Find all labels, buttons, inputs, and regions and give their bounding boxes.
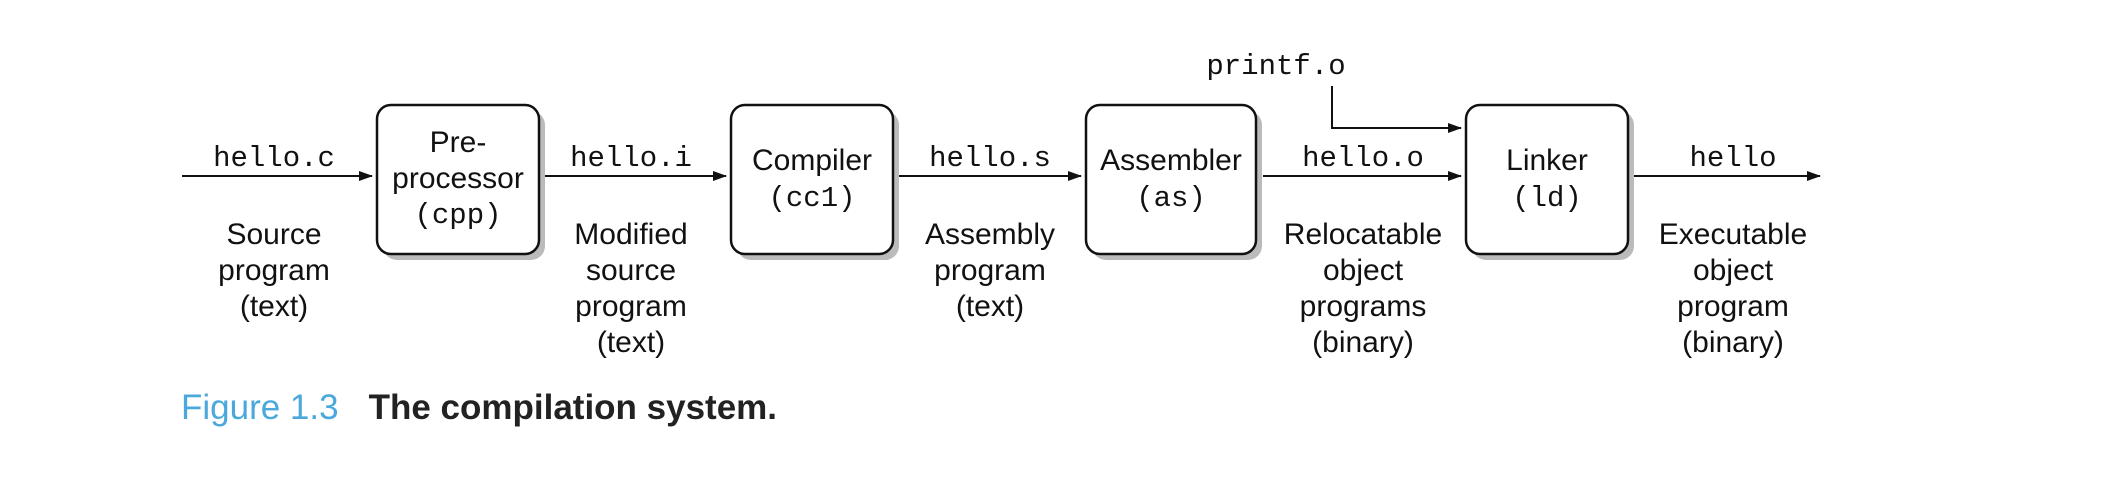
file-desc-hello-c: Source program (text) [218, 218, 330, 323]
svg-text:(binary): (binary) [1312, 326, 1414, 359]
stage-linker-name: Linker [1506, 144, 1588, 177]
svg-text:Modified: Modified [574, 218, 687, 251]
stage-preprocessor-line2: processor [392, 162, 524, 195]
svg-text:(text): (text) [956, 290, 1024, 323]
figure-caption: Figure 1.3 The compilation system. [181, 388, 777, 428]
svg-text:program: program [575, 290, 687, 323]
file-name-hello-s: hello.s [929, 142, 1051, 175]
svg-text:programs: programs [1300, 290, 1427, 323]
svg-text:object: object [1323, 254, 1404, 287]
svg-text:Assembly: Assembly [925, 218, 1055, 251]
stage-compiler-name: Compiler [752, 144, 872, 177]
stage-preprocessor: Pre- processor (cpp) [375, 103, 545, 260]
stage-compiler: Compiler (cc1) [729, 103, 899, 260]
stage-preprocessor-line1: Pre- [430, 126, 487, 159]
file-desc-hello-o: Relocatable object programs (binary) [1284, 218, 1442, 359]
file-desc-hello: Executable object program (binary) [1659, 218, 1807, 359]
svg-text:(text): (text) [240, 290, 308, 323]
figure-title: The compilation system. [368, 388, 778, 427]
file-name-hello-i: hello.i [570, 142, 692, 175]
file-name-hello-o: hello.o [1302, 142, 1424, 175]
svg-text:program: program [1677, 290, 1789, 323]
file-name-hello: hello [1689, 142, 1776, 175]
file-desc-hello-i: Modified source program (text) [574, 218, 687, 359]
stage-compiler-program: (cc1) [768, 182, 855, 215]
stage-linker: Linker (ld) [1464, 103, 1634, 260]
svg-text:object: object [1693, 254, 1774, 287]
file-desc-hello-s: Assembly program (text) [925, 218, 1055, 323]
svg-text:source: source [586, 254, 676, 287]
svg-text:program: program [218, 254, 330, 287]
svg-text:program: program [934, 254, 1046, 287]
svg-text:(binary): (binary) [1682, 326, 1784, 359]
arrow-printf-to-linker [1331, 86, 1462, 133]
file-name-hello-c: hello.c [213, 142, 335, 175]
svg-text:Relocatable: Relocatable [1284, 218, 1442, 251]
stage-assembler-program: (as) [1136, 182, 1206, 215]
svg-text:(text): (text) [597, 326, 665, 359]
svg-text:Source: Source [226, 218, 321, 251]
file-name-printf-o: printf.o [1206, 50, 1345, 83]
stage-linker-program: (ld) [1512, 182, 1582, 215]
figure-number: Figure 1.3 [181, 388, 339, 427]
stage-preprocessor-program: (cpp) [414, 199, 501, 232]
stage-assembler-name: Assembler [1100, 144, 1242, 177]
stage-assembler: Assembler (as) [1084, 103, 1262, 260]
svg-text:Executable: Executable [1659, 218, 1807, 251]
